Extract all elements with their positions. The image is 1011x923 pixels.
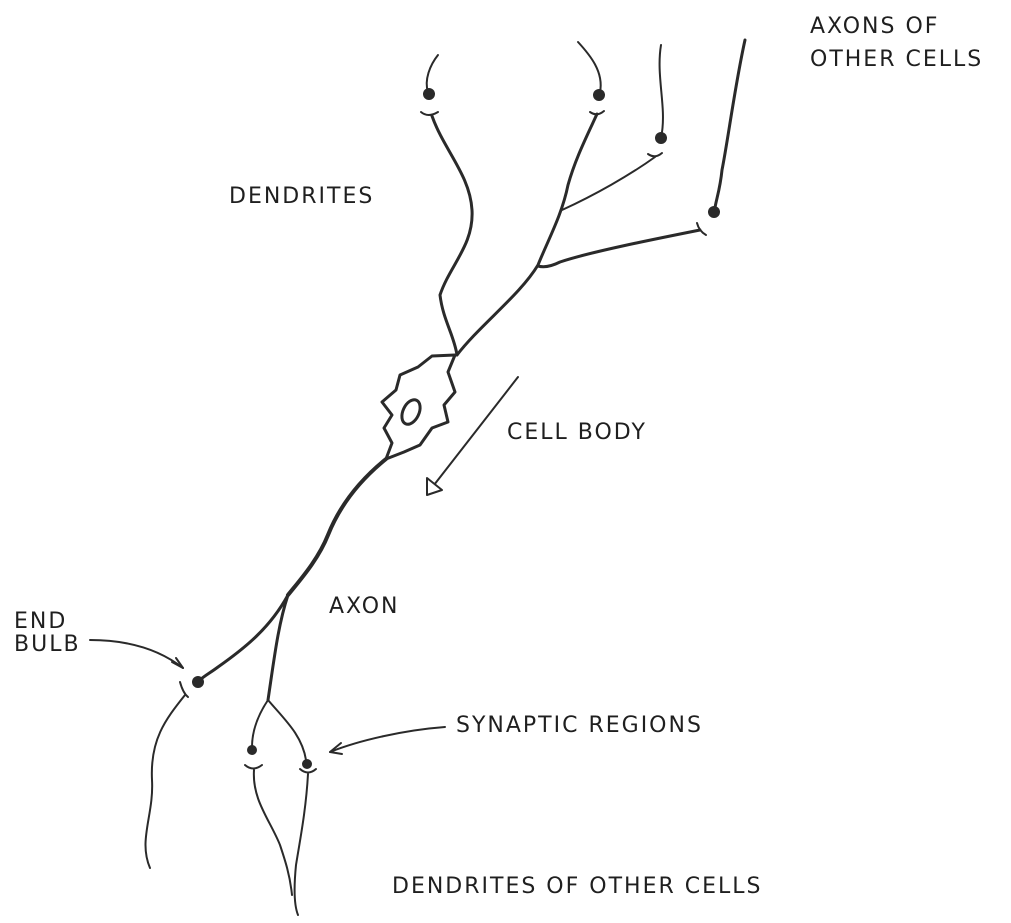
incoming-axon-3-end-bulb xyxy=(655,132,667,144)
incoming-axon-4 xyxy=(715,40,745,208)
synaptic-regions-arrow xyxy=(330,727,445,752)
postsynaptic-cup-3 xyxy=(300,769,316,773)
incoming-axons xyxy=(423,40,745,218)
postsynaptic-dendrite-2 xyxy=(254,770,292,895)
postsynaptic-dendrite-1 xyxy=(145,695,185,868)
cell-nucleus xyxy=(398,397,423,427)
axon-sub-branch-right xyxy=(268,700,306,760)
cell-body-outline xyxy=(382,355,455,459)
dendrite-branch-4 xyxy=(538,230,700,267)
label-synaptic-regions: SYNAPTIC REGIONS xyxy=(456,711,703,741)
label-axon: AXON xyxy=(329,592,400,622)
label-axons-of-other-cells-line1: AXONS OF xyxy=(810,12,939,42)
incoming-axon-2 xyxy=(578,42,601,92)
dendrites xyxy=(421,111,706,355)
axon-trunk xyxy=(288,459,386,595)
incoming-axon-1 xyxy=(427,55,438,92)
incoming-axon-4-end-bulb xyxy=(708,206,720,218)
annotation-arrows xyxy=(90,377,518,754)
dendrite-main xyxy=(457,114,597,355)
axon-branch-left xyxy=(200,595,288,680)
label-cell-body: CELL BODY xyxy=(507,418,647,448)
dendrite-left xyxy=(432,116,472,355)
dendrites-of-other-cells xyxy=(145,682,316,915)
label-end-bulb-line2: BULB xyxy=(14,630,81,660)
axon-end-bulb-right xyxy=(302,759,312,769)
incoming-axon-1-end-bulb xyxy=(423,88,435,100)
postsynaptic-cup-2 xyxy=(245,765,262,769)
cell-body xyxy=(382,355,455,459)
cell-body-arrow-shaft xyxy=(434,377,518,485)
label-axons-of-other-cells-line2: OTHER CELLS xyxy=(810,45,983,75)
dendrite-cup-3 xyxy=(648,153,662,156)
end-bulb-arrow xyxy=(90,640,183,668)
dendrite-cup-1 xyxy=(421,112,438,115)
incoming-axon-2-end-bulb xyxy=(593,89,605,101)
axon-end-bulb-left xyxy=(192,676,204,688)
cell-body-arrow-head xyxy=(427,478,442,495)
label-dendrites-of-other-cells: DENDRITES OF OTHER CELLS xyxy=(392,872,763,902)
axon-end-bulb-middle xyxy=(247,745,257,755)
postsynaptic-dendrite-3 xyxy=(295,774,308,915)
axon-sub-branch-left xyxy=(252,700,268,747)
label-dendrites: DENDRITES xyxy=(229,182,374,212)
incoming-axon-3 xyxy=(660,45,663,132)
